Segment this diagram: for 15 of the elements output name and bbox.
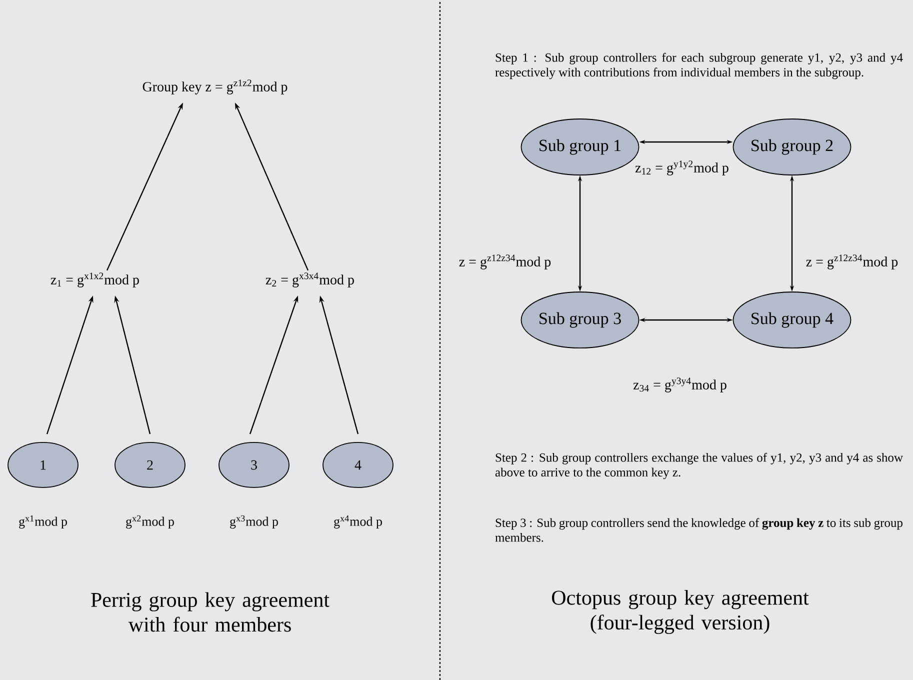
formula-label: z$_{1}$ = g$^{x1x2}$mod p (50, 272, 139, 288)
edge-label: z$_{34}$ = g$^{y3y4}$mod p (632, 376, 728, 394)
formula-label: g$^{x2}$mod p (126, 515, 174, 529)
caption-text: Octopus group key agreement (four-legged version) (552, 590, 809, 634)
edge-label: z = g$^{z12z34}$mod p (458, 254, 552, 270)
step-text: Step 1 : Sub group controllers for each subgroup generate y1, y2, y3 and y4 respectively with contributions from individual members in the subgroup. (495, 52, 903, 80)
step-text: Step 2 : Sub group controllers exchange the values of y1, y2, y3 and y4 as show above to arrive to the common key z. (495, 452, 903, 480)
edge-label: z = g$^{z12z34}$mod p (804, 254, 900, 270)
formula-label: g$^{x1}$mod p (19, 515, 67, 529)
formula-label: g$^{x4}$mod p (334, 515, 382, 529)
formula-label: g$^{x3}$mod p (230, 515, 278, 529)
formula-label: Group key z = g$^{z1z2}$mod p (142, 80, 288, 94)
formula-label: z$_{2}$ = g$^{x3x4}$mod p (266, 272, 354, 288)
step-text: Step 3 : Sub group controllers send the knowledge of group key z to its sub group members. (495, 518, 902, 542)
caption-text: Perrig group key agreement with four members (91, 592, 330, 632)
